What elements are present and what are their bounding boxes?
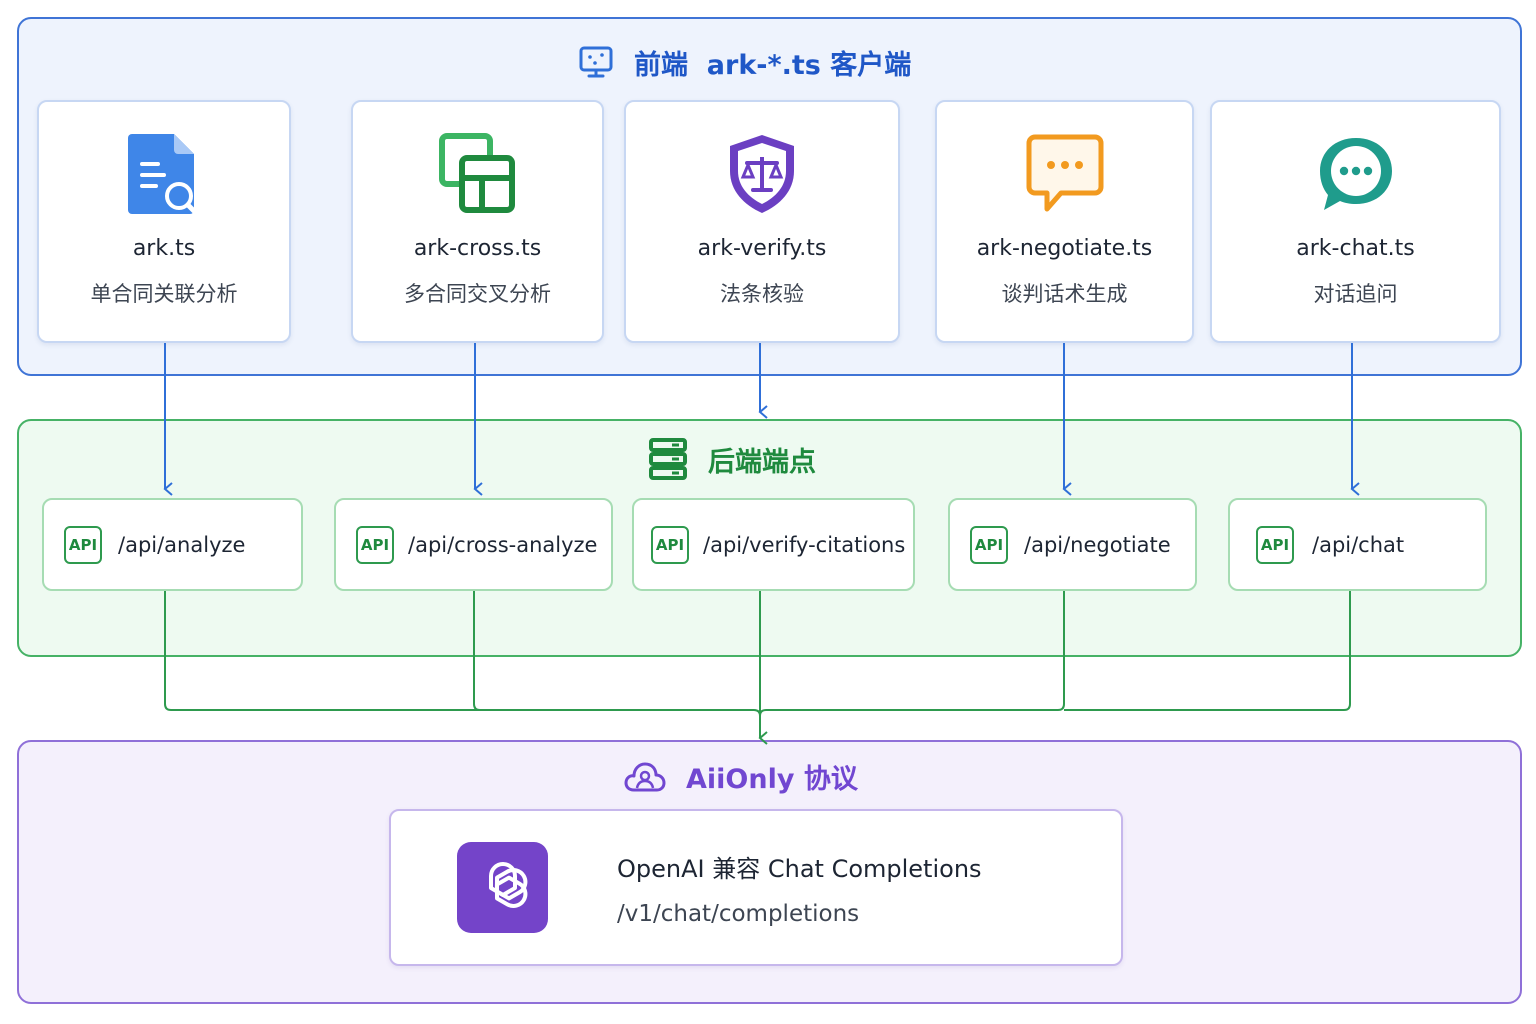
monitor-icon (579, 46, 613, 78)
endpoint-negotiate: API /api/negotiate (948, 498, 1197, 591)
endpoint-path: /api/analyze (118, 532, 246, 557)
endpoint-analyze: API /api/analyze (42, 498, 303, 591)
api-badge: API (356, 525, 394, 564)
client-card-ark-verify: ark-verify.ts 法条核验 (624, 100, 900, 343)
endpoint-path: /api/cross-analyze (408, 532, 598, 557)
cloud-people-icon (624, 762, 666, 792)
endpoint-path: /api/chat (1312, 532, 1405, 557)
endpoint-path: /api/verify-citations (703, 532, 906, 557)
client-card-ark-chat: ark-chat.ts 对话追问 (1210, 100, 1501, 343)
backend-title: 后端端点 (648, 436, 816, 482)
protocol-title-text: AiiOnly 协议 (686, 763, 858, 795)
api-badge: API (64, 525, 102, 564)
client-name: ark-chat.ts (1296, 236, 1415, 261)
server-icon (649, 438, 687, 480)
protocol-title: AiiOnly 协议 (624, 754, 858, 798)
client-desc: 法条核验 (720, 282, 804, 306)
client-name: ark.ts (132, 236, 196, 261)
client-card-ark-negotiate: ark-negotiate.ts 谈判话术生成 (935, 100, 1194, 343)
client-desc: 谈判话术生成 (1001, 282, 1128, 306)
api-badge: API (970, 525, 1008, 564)
speech-bubble-icon (1026, 134, 1103, 212)
endpoint-chat: API /api/chat (1228, 498, 1487, 591)
openai-target-path: /v1/chat/completions (617, 901, 860, 927)
chat-bubble-icon (1319, 138, 1392, 210)
client-desc: 对话追问 (1313, 282, 1398, 306)
client-desc: 多合同交叉分析 (404, 282, 551, 306)
api-badge: API (651, 525, 689, 564)
endpoint-cross-analyze: API /api/cross-analyze (334, 498, 613, 591)
document-search-icon (128, 134, 200, 217)
frontend-title: 前端 ark-*.ts 客户端 (578, 40, 911, 84)
backend-title-text: 后端端点 (708, 446, 816, 478)
client-card-ark: ark.ts 单合同关联分析 (37, 100, 291, 343)
endpoint-path: /api/negotiate (1024, 532, 1171, 557)
openai-logo-icon (457, 842, 548, 933)
endpoint-verify-citations: API /api/verify-citations (632, 498, 915, 591)
api-badge: API (1256, 525, 1294, 564)
shield-scale-icon (730, 135, 794, 213)
client-name: ark-verify.ts (697, 236, 827, 261)
openai-target-card: OpenAI 兼容 Chat Completions /v1/chat/comp… (389, 809, 1123, 966)
client-desc: 单合同关联分析 (90, 282, 238, 306)
client-name: ark-cross.ts (413, 236, 542, 261)
client-name: ark-negotiate.ts (976, 236, 1153, 261)
openai-target-name: OpenAI 兼容 Chat Completions (617, 855, 982, 883)
frontend-title-text: 前端 ark-*.ts 客户端 (634, 49, 912, 81)
client-card-ark-cross: ark-cross.ts 多合同交叉分析 (351, 100, 604, 343)
overlapping-squares-icon (438, 133, 515, 213)
